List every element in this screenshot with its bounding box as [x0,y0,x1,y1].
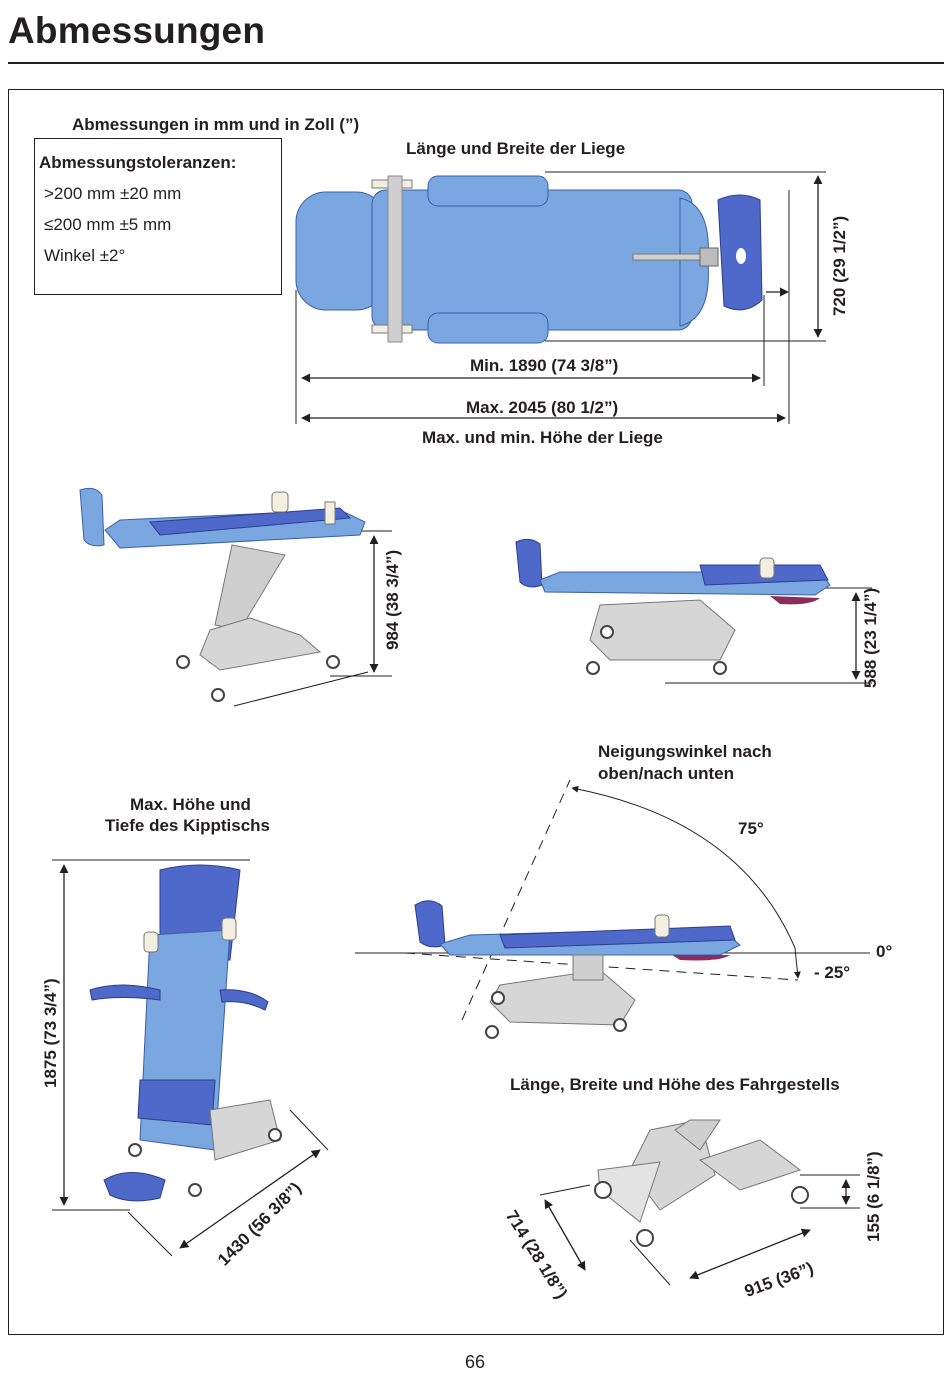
tilt-heading-line1: Neigungswinkel nach [598,742,772,761]
chassis-heading: Länge, Breite und Höhe des Fahrgestells [510,1075,840,1094]
standing-drawing [52,859,329,1257]
max-height-label: 984 (38 3/4”) [383,549,402,650]
tilt-angle-up: 75° [738,819,764,838]
tolerance-title: Abmessungstoleranzen: [39,153,237,172]
tilt-angle-down: - 25° [814,963,851,982]
top-view-heading: Länge und Breite der Liege [406,139,626,158]
standing-heading-line2: Tiefe des Kipptischs [105,816,271,835]
tilt-heading-line2: oben/nach unten [598,764,734,783]
chassis-height-label: 155 (6 1/8”) [864,1151,883,1242]
standing-height-label: 1875 (73 3/4”) [41,978,60,1088]
units-note: Abmessungen in mm und in Zoll (”) [72,115,360,134]
min-length-label: Min. 1890 (74 3/8”) [470,356,619,375]
min-height-drawing [515,538,872,684]
max-height-drawing [79,487,392,707]
chassis-drawing [539,1119,860,1286]
max-length-label: Max. 2045 (80 1/2”) [466,398,619,417]
content-frame [8,89,944,1335]
top-view-drawing [295,171,826,424]
min-height-label: 588 (23 1/4”) [861,587,880,688]
tilt-angle-zero: 0° [876,942,893,961]
tolerance-box: Abmessungstoleranzen: >200 mm ±20 mm ≤20… [34,138,282,295]
top-view-width-label: 720 (29 1/2”) [830,215,849,316]
page-number: 66 [464,1352,486,1372]
tolerance-row: >200 mm ±20 mm [44,184,182,203]
tolerance-row: ≤200 mm ±5 mm [44,215,172,234]
height-heading: Max. und min. Höhe der Liege [422,428,663,447]
title-rule [8,62,944,64]
page-title: Abmessungen [8,10,266,51]
tilt-angle-drawing [355,779,870,1039]
tolerance-row: Winkel ±2° [44,246,126,265]
standing-heading-line1: Max. Höhe und [130,795,251,814]
